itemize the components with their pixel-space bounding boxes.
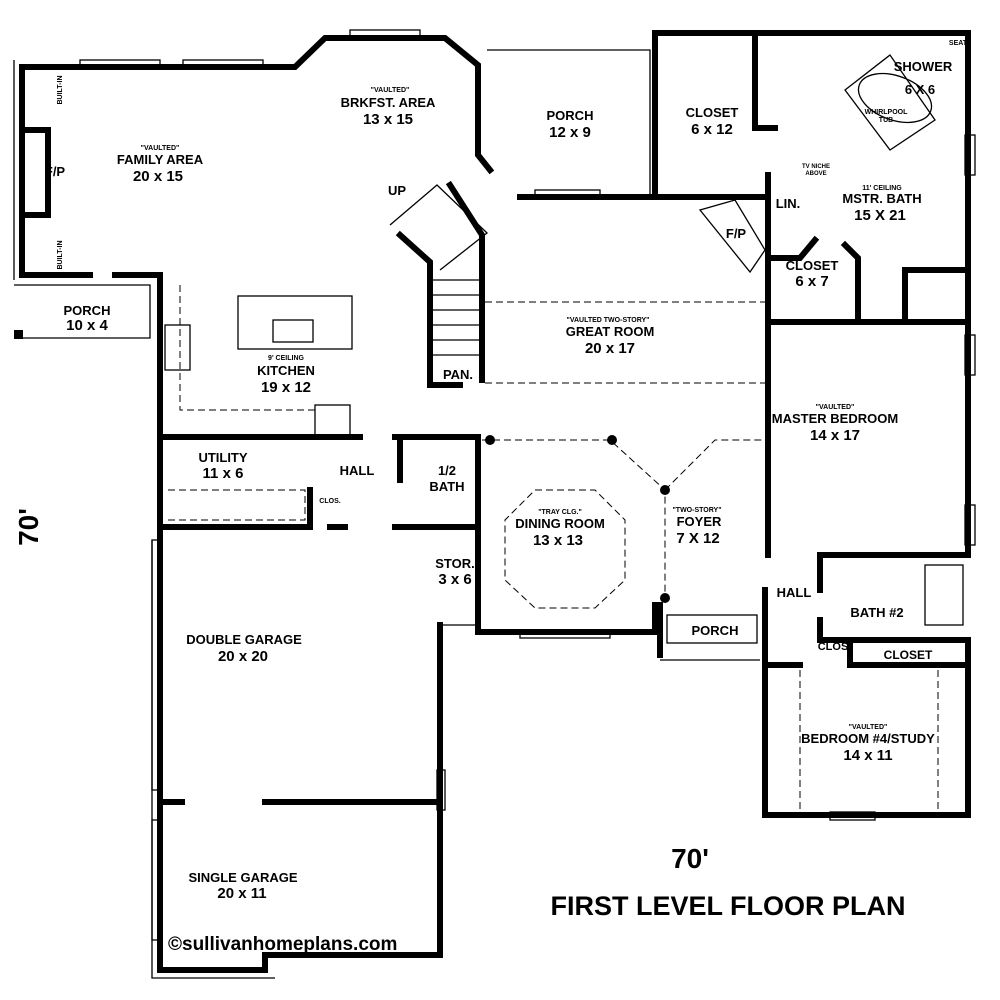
svg-text:6 x 7: 6 x 7: [795, 273, 828, 290]
svg-text:14 x 11: 14 x 11: [843, 747, 892, 764]
hall-label: HALL: [777, 585, 812, 600]
svg-text:20 x 15: 20 x 15: [133, 168, 183, 185]
svg-text:SHOWER: SHOWER: [894, 59, 953, 74]
room-closet-6x7: CLOSET 6 x 7: [786, 258, 839, 290]
svg-text:1/2: 1/2: [438, 463, 456, 478]
fireplace-label: F/P: [45, 164, 66, 179]
room-front-porch: PORCH: [692, 623, 739, 638]
svg-text:DINING ROOM: DINING ROOM: [515, 516, 605, 531]
exterior-walls: [13, 29, 976, 979]
svg-text:MASTER BEDROOM: MASTER BEDROOM: [772, 411, 898, 426]
svg-text:PORCH: PORCH: [547, 108, 594, 123]
svg-text:"VAULTED": "VAULTED": [849, 724, 888, 731]
svg-text:15 X 21: 15 X 21: [854, 207, 906, 224]
svg-text:SEAT: SEAT: [949, 40, 968, 47]
room-master-bath: 11' CEILING MSTR. BATH 15 X 21: [842, 185, 921, 224]
svg-text:"VAULTED": "VAULTED": [371, 87, 410, 94]
svg-text:FOYER: FOYER: [677, 514, 722, 529]
closet-label: CLOSET: [884, 648, 933, 662]
room-single-garage: SINGLE GARAGE 20 x 11: [188, 870, 297, 902]
room-utility: UTILITY 11 x 6: [198, 450, 247, 482]
room-great-room: "VAULTED TWO-STORY" GREAT ROOM 20 x 17: [566, 317, 655, 357]
svg-text:UTILITY: UTILITY: [198, 450, 247, 465]
room-side-porch: PORCH 10 x 4: [64, 303, 111, 334]
svg-text:6 x 12: 6 x 12: [691, 121, 733, 138]
svg-text:CLOSET: CLOSET: [686, 105, 739, 120]
room-kitchen: 9' CEILING KITCHEN 19 x 12: [257, 355, 315, 396]
svg-text:11' CEILING: 11' CEILING: [862, 185, 902, 192]
room-bath-2: BATH #2: [850, 605, 903, 620]
plan-title: FIRST LEVEL FLOOR PLAN: [550, 891, 905, 921]
svg-text:6 X 6: 6 X 6: [905, 82, 935, 97]
svg-text:11 x 6: 11 x 6: [203, 465, 244, 482]
svg-text:"VAULTED": "VAULTED": [816, 404, 855, 411]
stair-up-label: UP: [388, 183, 406, 198]
svg-text:STOR.: STOR.: [435, 556, 475, 571]
room-rear-porch: PORCH 12 x 9: [547, 108, 594, 141]
svg-text:12 x 9: 12 x 9: [549, 124, 591, 141]
room-foyer: "TWO-STORY" FOYER 7 X 12: [672, 507, 722, 547]
hall-label: HALL: [340, 463, 375, 478]
room-labels: "VAULTED" FAMILY AREA 20 x 15 F/P BUILT-…: [45, 40, 968, 902]
svg-text:TV NICHE: TV NICHE: [802, 164, 830, 170]
svg-text:CLOSET: CLOSET: [786, 258, 839, 273]
svg-text:BATH: BATH: [429, 479, 464, 494]
svg-text:BEDROOM #4/STUDY: BEDROOM #4/STUDY: [801, 731, 935, 746]
room-double-garage: DOUBLE GARAGE 20 x 20: [186, 632, 302, 665]
room-shower: SHOWER 6 X 6: [894, 59, 953, 97]
svg-text:FAMILY AREA: FAMILY AREA: [117, 152, 204, 167]
svg-text:"VAULTED": "VAULTED": [141, 145, 180, 152]
svg-text:13 x 15: 13 x 15: [363, 111, 413, 128]
svg-text:MSTR. BATH: MSTR. BATH: [842, 191, 921, 206]
closet-label: CLOS.: [319, 498, 340, 505]
room-storage: STOR. 3 x 6: [435, 556, 475, 588]
svg-text:PORCH: PORCH: [64, 303, 111, 318]
built-in-label: BUILT-IN: [57, 75, 64, 104]
width-dimension: 70': [671, 843, 709, 874]
svg-text:20 x 11: 20 x 11: [217, 885, 266, 902]
svg-text:SINGLE GARAGE: SINGLE GARAGE: [188, 870, 297, 885]
svg-text:13 x 13: 13 x 13: [533, 532, 583, 549]
svg-text:10 x 4: 10 x 4: [66, 317, 108, 334]
svg-text:20 x 17: 20 x 17: [585, 340, 635, 357]
svg-text:3 x 6: 3 x 6: [438, 571, 471, 588]
built-in-label: BUILT-IN: [57, 240, 64, 269]
svg-text:KITCHEN: KITCHEN: [257, 363, 315, 378]
svg-text:"TWO-STORY": "TWO-STORY": [672, 507, 721, 514]
svg-text:20 x 20: 20 x 20: [218, 648, 268, 665]
svg-text:14 x 17: 14 x 17: [810, 427, 860, 444]
room-half-bath: 1/2 BATH: [429, 463, 464, 494]
svg-text:TUB: TUB: [879, 117, 893, 124]
svg-text:19 x 12: 19 x 12: [261, 379, 311, 396]
svg-text:"TRAY CLG.": "TRAY CLG.": [538, 509, 582, 516]
pantry-label: PAN.: [443, 367, 473, 382]
copyright-watermark: ©sullivanhomeplans.com: [168, 934, 397, 955]
svg-text:"VAULTED TWO-STORY": "VAULTED TWO-STORY": [567, 317, 650, 324]
room-closet-6x12: CLOSET 6 x 12: [686, 105, 739, 138]
svg-text:9' CEILING: 9' CEILING: [268, 355, 304, 362]
stair-treads: [432, 279, 480, 356]
linen-label: LIN.: [776, 196, 801, 211]
room-family-area: "VAULTED" FAMILY AREA 20 x 15: [117, 145, 204, 185]
svg-text:DOUBLE GARAGE: DOUBLE GARAGE: [186, 632, 302, 647]
svg-text:GREAT ROOM: GREAT ROOM: [566, 324, 655, 339]
svg-text:ABOVE: ABOVE: [805, 171, 826, 177]
svg-text:WHIRLPOOL: WHIRLPOOL: [865, 109, 908, 116]
fireplace-label: F/P: [726, 226, 747, 241]
closet-label: CLOS: [818, 641, 849, 653]
room-breakfast-area: "VAULTED" BRKFST. AREA 13 x 15: [341, 87, 436, 128]
room-dining-room: "TRAY CLG." DINING ROOM 13 x 13: [515, 509, 605, 549]
room-master-bedroom: "VAULTED" MASTER BEDROOM 14 x 17: [772, 404, 898, 444]
svg-text:BRKFST. AREA: BRKFST. AREA: [341, 95, 436, 110]
svg-text:7 X 12: 7 X 12: [676, 530, 719, 547]
room-bedroom-4-study: "VAULTED" BEDROOM #4/STUDY 14 x 11: [801, 724, 935, 764]
depth-dimension: 70': [13, 508, 44, 546]
